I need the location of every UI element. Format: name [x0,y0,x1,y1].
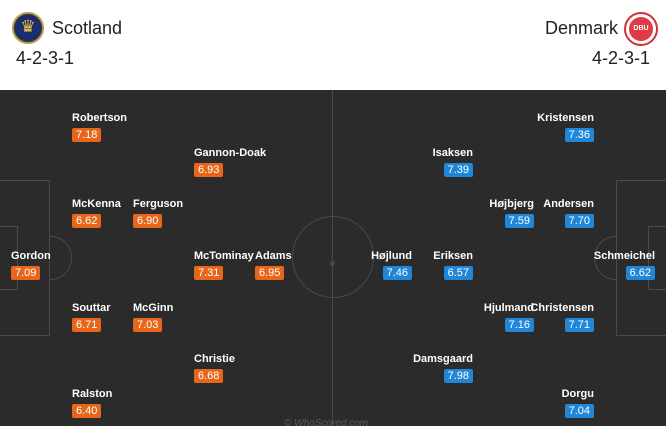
player-rating: 6.71 [72,318,102,332]
player-name: Christensen [530,302,594,314]
player-hjulmand[interactable]: Hjulmand 7.16 [484,302,534,333]
player-mckenna[interactable]: McKenna 6.62 [72,198,121,229]
match-header: Scotland 4-2-3-1 Denmark DBU 4-2-3-1 [0,0,666,90]
home-team-name[interactable]: Scotland [52,18,123,38]
player-name: McGinn [133,302,174,314]
player-rating: 6.62 [72,214,102,228]
player-rating: 7.70 [564,214,594,228]
player-name: McTominay [194,250,254,262]
away-formation: 4-2-3-1 [591,48,650,68]
player-rating: 7.36 [564,128,594,142]
player-rating: 7.16 [504,318,534,332]
player-name: Adams [255,250,292,262]
player-christensen[interactable]: Christensen 7.71 [530,302,594,333]
denmark-crest-icon: DBU [624,12,658,46]
pitch: Robertson 7.18 Gannon-Doak 6.93 McKenna … [0,90,666,426]
player-dorgu[interactable]: Dorgu 7.04 [562,388,594,419]
player-rating: 6.90 [133,214,163,228]
player-eriksen[interactable]: Eriksen 6.57 [433,250,473,281]
player-hojbjerg[interactable]: Højbjerg 7.59 [489,198,534,229]
player-name: Højlund [371,250,412,262]
home-penalty-box [0,180,50,336]
player-rating: 7.98 [443,369,473,383]
player-name: Ralston [72,388,113,400]
player-mcginn[interactable]: McGinn 7.03 [133,302,173,333]
player-rating: 6.62 [625,266,655,280]
player-rating: 6.93 [194,163,224,177]
player-rating: 7.59 [504,214,534,228]
player-rating: 7.71 [564,318,594,332]
away-six-yard-box [648,226,666,290]
player-kristensen[interactable]: Kristensen 7.36 [537,112,594,143]
player-name: Souttar [72,302,111,314]
player-name: Gordon [11,250,51,262]
player-name: Isaksen [432,147,473,159]
player-name: Hjulmand [483,302,534,314]
away-team-name[interactable]: Denmark [544,18,618,38]
player-rating: 7.04 [564,404,594,418]
player-rating: 7.09 [11,266,41,280]
center-spot [330,261,335,266]
player-schmeichel[interactable]: Schmeichel 6.62 [594,250,655,281]
player-andersen[interactable]: Andersen 7.70 [543,198,594,229]
player-rating: 6.68 [194,369,224,383]
player-name: McKenna [72,198,121,210]
home-formation: 4-2-3-1 [16,48,75,68]
player-name: Kristensen [537,112,594,124]
player-ferguson[interactable]: Ferguson 6.90 [133,198,183,229]
player-name: Ferguson [133,198,184,210]
player-name: Gannon-Doak [194,147,267,159]
player-name: Robertson [72,112,127,124]
player-rating: 6.40 [72,404,102,418]
player-damsgaard[interactable]: Damsgaard 7.98 [413,353,473,384]
scotland-crest-icon [12,12,44,44]
player-souttar[interactable]: Souttar 6.71 [72,302,111,333]
player-name: Dorgu [561,388,594,400]
player-name: Schmeichel [593,250,655,262]
player-hojlund[interactable]: Højlund 7.46 [371,250,412,281]
player-rating: 7.31 [194,266,224,280]
away-penalty-box [616,180,666,336]
denmark-crest-text: DBU [629,17,653,41]
player-gordon[interactable]: Gordon 7.09 [11,250,51,281]
home-six-yard-box [0,226,18,290]
player-name: Andersen [543,198,594,210]
player-rating: 7.46 [382,266,412,280]
player-name: Eriksen [433,250,473,262]
center-circle [292,216,374,298]
player-rating: 7.18 [72,128,102,142]
player-mctominay[interactable]: McTominay 7.31 [194,250,254,281]
player-christie[interactable]: Christie 6.68 [194,353,235,384]
player-name: Christie [194,353,235,365]
player-rating: 6.95 [255,266,285,280]
player-gannon-doak[interactable]: Gannon-Doak 6.93 [194,147,266,178]
player-ralston[interactable]: Ralston 6.40 [72,388,112,419]
player-name: Damsgaard [413,353,473,365]
player-rating: 7.39 [443,163,473,177]
player-isaksen[interactable]: Isaksen 7.39 [433,147,473,178]
player-name: Højbjerg [489,198,534,210]
player-adams[interactable]: Adams 6.95 [255,250,292,281]
whoscored-watermark: © WhoScored.com [284,418,369,426]
player-rating: 6.57 [443,266,473,280]
player-rating: 7.03 [133,318,163,332]
player-robertson[interactable]: Robertson 7.18 [72,112,127,143]
